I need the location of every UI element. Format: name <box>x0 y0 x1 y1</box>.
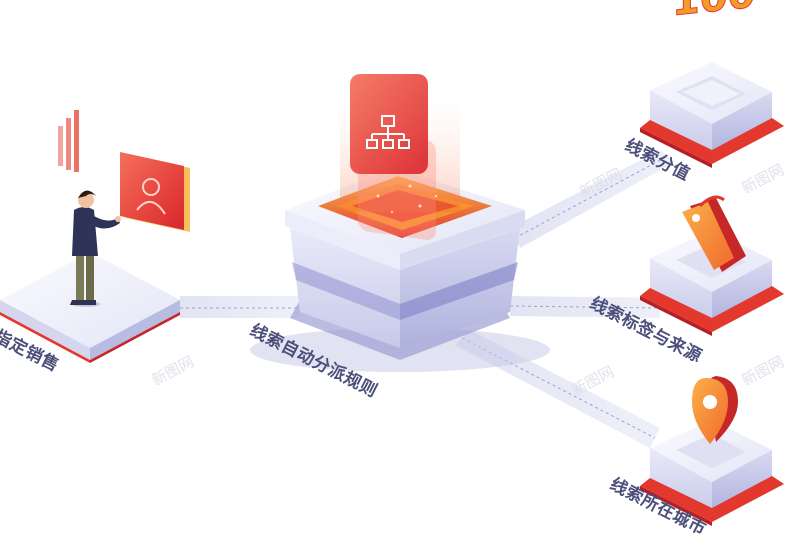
person-figure <box>70 190 121 307</box>
score-100-icon: 100 100 <box>672 0 757 26</box>
connector-left <box>180 296 300 318</box>
org-chart-icon <box>350 74 436 240</box>
right-platform-top <box>640 62 784 168</box>
tag-icon <box>682 195 746 272</box>
right-platform-bottom <box>640 420 784 526</box>
connector-top-right <box>510 150 675 248</box>
connector-mid-right <box>509 296 661 318</box>
location-pin-icon <box>692 376 738 444</box>
center-block <box>250 80 550 372</box>
svg-text:100: 100 <box>672 0 756 25</box>
user-portrait-icon <box>120 152 190 232</box>
bar-chart-icon <box>58 110 79 172</box>
